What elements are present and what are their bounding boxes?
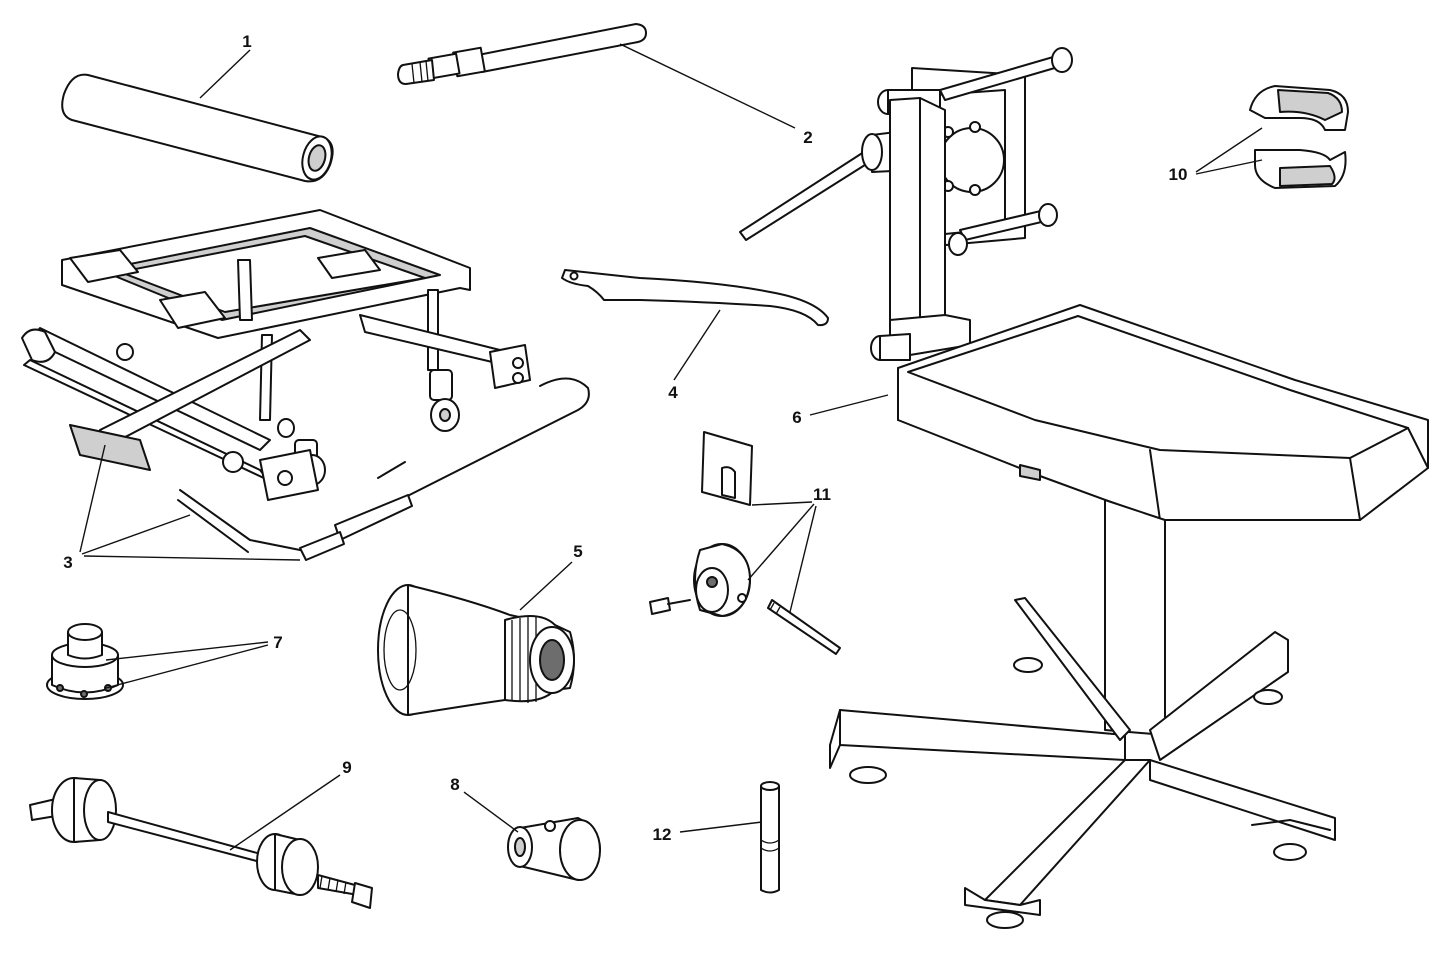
callout-4: 4 <box>668 383 678 402</box>
part-1-roller-tube <box>61 73 334 183</box>
leader-3b <box>81 514 191 555</box>
callout-3: 3 <box>63 553 72 572</box>
leader-7b <box>105 644 269 689</box>
part-3-scissor-stand <box>21 209 590 561</box>
callout-9: 9 <box>342 758 351 777</box>
callout-labels: 1 2 3 4 5 6 7 8 9 10 11 12 <box>63 32 1187 844</box>
leader-8 <box>463 791 519 833</box>
part-6-engine-stand <box>739 47 1429 929</box>
leader-10a <box>1195 127 1263 173</box>
leader-10b <box>1195 159 1263 175</box>
callout-8: 8 <box>450 775 459 794</box>
leader-4 <box>673 309 721 381</box>
leader-6 <box>809 394 889 416</box>
part-12-dowel-pin <box>760 781 780 894</box>
part-5-threaded-adapter <box>377 584 575 716</box>
leader-3a <box>79 444 106 553</box>
callout-10: 10 <box>1169 165 1188 184</box>
leader-3c <box>83 555 301 561</box>
part-9-puller-rod <box>29 777 373 909</box>
leader-11c <box>789 505 817 613</box>
leader-1 <box>199 49 251 99</box>
part-7-flanged-adapter <box>46 623 124 700</box>
callout-11: 11 <box>813 485 831 504</box>
leader-9 <box>229 774 341 851</box>
callout-12: 12 <box>653 825 672 844</box>
leader-lines <box>79 43 1263 851</box>
part-2-threaded-shaft <box>397 23 647 85</box>
leader-11b <box>747 503 815 581</box>
part-4-hook-spanner <box>561 269 829 327</box>
callout-1: 1 <box>242 32 251 51</box>
part-10-split-rings <box>1249 85 1349 189</box>
part-8-pin-bushing <box>507 817 601 881</box>
callout-6: 6 <box>792 408 801 427</box>
callout-5: 5 <box>573 542 582 561</box>
leader-7a <box>105 641 269 661</box>
callout-2: 2 <box>803 128 812 147</box>
leader-5 <box>519 561 573 611</box>
leader-2 <box>619 43 796 129</box>
callout-7: 7 <box>273 633 282 652</box>
leader-12 <box>679 821 763 833</box>
part-11-spacer-set <box>649 431 841 655</box>
leader-11a <box>751 501 813 506</box>
